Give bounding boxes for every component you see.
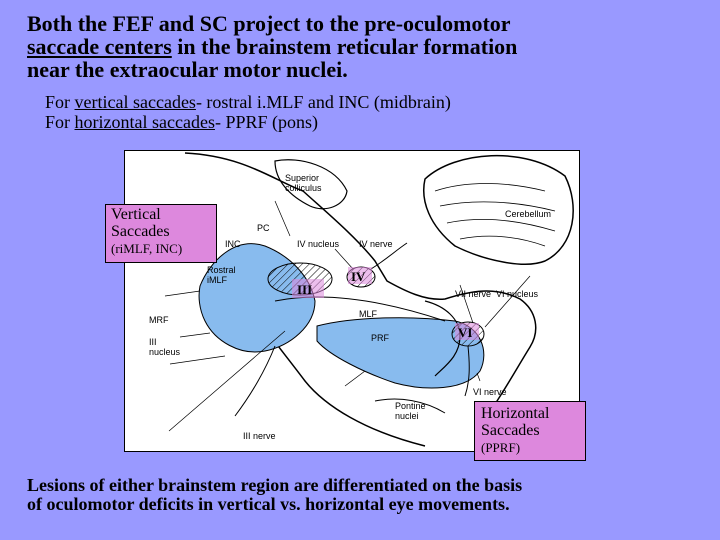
horizontal-box-line2: Saccades bbox=[481, 422, 540, 439]
subpoint-vertical-rest: - rostral i.MLF and INC (midbrain) bbox=[195, 92, 451, 112]
iv-highlight bbox=[348, 267, 372, 284]
label-rostral: Rostral bbox=[207, 265, 236, 275]
label-nuclei: nuclei bbox=[395, 411, 419, 421]
subpoint-vertical-prefix: For bbox=[45, 92, 75, 112]
vertical-saccades-box: Vertical Saccades (riMLF, INC) bbox=[105, 204, 217, 263]
label-vi-nerve: VI nerve bbox=[473, 387, 507, 397]
leader-lines bbox=[164, 200, 531, 432]
cerebellum-folia bbox=[434, 183, 556, 247]
label-iii: III bbox=[149, 337, 157, 347]
brainstem-drawing: Superior colliculus Cerebellum PC INC Ro… bbox=[149, 152, 574, 450]
label-iv-nerve: IV nerve bbox=[359, 239, 393, 249]
superior-colliculus bbox=[274, 159, 348, 210]
pontine-nuclei bbox=[374, 398, 446, 414]
subpoint-vertical-term: vertical saccades bbox=[74, 92, 196, 112]
label-mrf: MRF bbox=[149, 315, 169, 325]
roman-vi: VI bbox=[458, 325, 472, 340]
title-line-3: near the extraocular motor nuclei. bbox=[27, 57, 348, 82]
label-vii-nerve: VII nerve bbox=[455, 289, 491, 299]
label-colliculus: colliculus bbox=[285, 183, 322, 193]
label-pontine: Pontine bbox=[395, 401, 426, 411]
slide-title: Both the FEF and SC project to the pre-o… bbox=[27, 12, 717, 81]
vertical-box-line1: Vertical bbox=[111, 206, 161, 223]
conclusion-line-2: of oculomotor deficits in vertical vs. h… bbox=[27, 494, 510, 514]
vi-nerve bbox=[464, 345, 470, 397]
label-mlf: MLF bbox=[359, 309, 378, 319]
title-line-1: Both the FEF and SC project to the pre-o… bbox=[27, 11, 511, 36]
subpoints: For vertical saccades- rostral i.MLF and… bbox=[45, 92, 451, 132]
conclusion-text: Lesions of either brainstem region are d… bbox=[27, 476, 717, 514]
horizontal-box-line1: Horizontal bbox=[481, 405, 550, 422]
subpoint-vertical: For vertical saccades- rostral i.MLF and… bbox=[45, 92, 451, 112]
roman-iii: III bbox=[297, 282, 312, 297]
label-cerebellum: Cerebellum bbox=[505, 209, 551, 219]
title-line-2: saccade centers in the brainstem reticul… bbox=[27, 35, 717, 58]
title-underlined-term: saccade centers bbox=[27, 34, 172, 59]
horizontal-box-line3: (PPRF) bbox=[481, 440, 521, 455]
horizontal-saccade-region bbox=[316, 317, 485, 389]
label-iv-nucleus: IV nucleus bbox=[297, 239, 340, 249]
mlf-tract bbox=[274, 296, 446, 322]
conclusion-line-1: Lesions of either brainstem region are d… bbox=[27, 475, 523, 495]
title-line-2-rest: in the brainstem reticular formation bbox=[171, 34, 518, 59]
iv-nerve bbox=[370, 242, 408, 270]
vertical-box-line2: Saccades bbox=[111, 223, 170, 240]
label-iii-nerve: III nerve bbox=[243, 431, 276, 441]
label-prf: PRF bbox=[371, 333, 390, 343]
cerebellum bbox=[423, 154, 574, 265]
label-inc: INC bbox=[225, 239, 241, 249]
subpoint-horizontal-prefix: For bbox=[45, 112, 75, 132]
horizontal-saccades-box: Horizontal Saccades (PPRF) bbox=[474, 401, 586, 461]
subpoint-horizontal: For horizontal saccades- PPRF (pons) bbox=[45, 112, 451, 132]
label-imlf: iMLF bbox=[207, 275, 228, 285]
brainstem-outline bbox=[184, 152, 537, 450]
label-nucleus: nucleus bbox=[149, 347, 181, 357]
vi-highlight bbox=[455, 323, 479, 340]
label-pc: PC bbox=[257, 223, 270, 233]
vertical-box-line3: (riMLF, INC) bbox=[111, 241, 183, 256]
iii-highlight bbox=[292, 279, 324, 298]
iii-nerve bbox=[234, 345, 276, 417]
roman-iv: IV bbox=[351, 269, 366, 284]
subpoint-horizontal-rest: - PPRF (pons) bbox=[214, 112, 318, 132]
subpoint-horizontal-term: horizontal saccades bbox=[74, 112, 215, 132]
label-vi-nucleus: VI nucleus bbox=[496, 289, 539, 299]
label-superior: Superior bbox=[285, 173, 319, 183]
